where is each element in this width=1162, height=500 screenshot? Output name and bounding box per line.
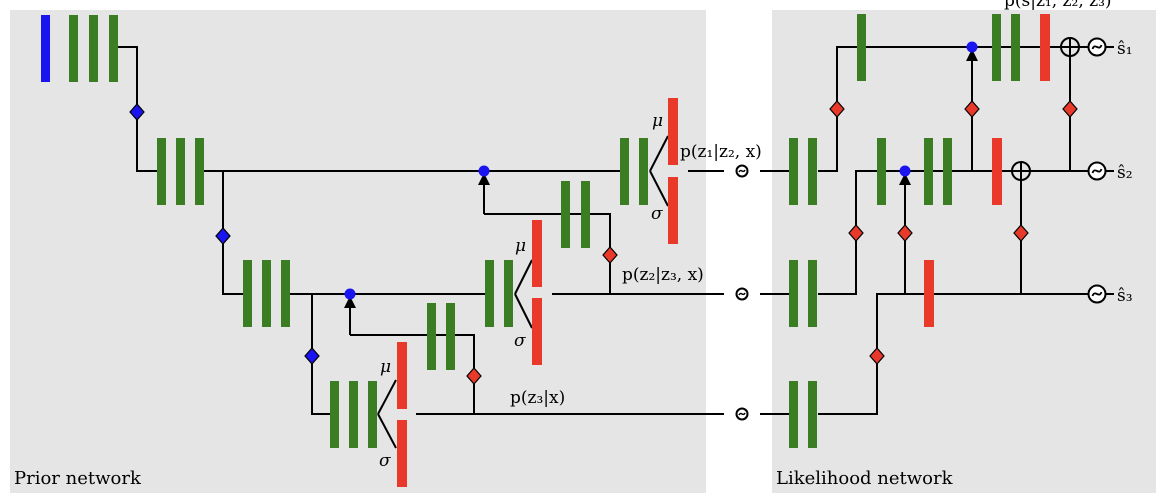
label-p-z2: p(z₂|z₃, x) (622, 265, 704, 285)
label-mu: μ (380, 357, 391, 377)
concat-dot (344, 288, 356, 300)
label-s2: ŝ₂ (1117, 163, 1133, 183)
label-mu: μ (515, 236, 526, 256)
input-bar (41, 15, 50, 82)
label-s3: ŝ₃ (1117, 286, 1133, 306)
likelihood-green-stacks (789, 14, 1020, 448)
prior-wires (118, 46, 724, 449)
add-symbol (1060, 37, 1080, 57)
label-s1: ŝ₁ (1117, 39, 1133, 59)
prior-blue-diamonds (129, 103, 320, 365)
label-p-s: p(s|z₁, z₂, z₃) (1004, 0, 1112, 11)
prior-red-diamonds (466, 246, 618, 385)
label-p-z1: p(z₁|z₂, x) (680, 142, 762, 162)
add-symbol (1011, 161, 1031, 181)
label-sigma: σ (379, 451, 391, 471)
concat-dot (966, 41, 978, 53)
concat-dot (478, 165, 490, 177)
concat-dot (899, 165, 911, 177)
likelihood-network-title: Likelihood network (776, 468, 954, 489)
label-p-z3: p(z₃|x) (510, 388, 565, 408)
prior-red-bars (397, 98, 678, 487)
label-sigma: σ (651, 204, 663, 224)
sampling-symbols (735, 164, 749, 421)
likelihood-network-panel (772, 10, 1156, 493)
prior-green-stacks (69, 15, 648, 448)
output-sampling-symbols (1087, 37, 1114, 304)
label-sigma: σ (514, 331, 526, 351)
prior-network-title: Prior network (14, 468, 142, 489)
likelihood-red-diamonds (829, 100, 1078, 365)
label-mu: μ (652, 111, 663, 131)
likelihood-red-bars (924, 14, 1050, 327)
